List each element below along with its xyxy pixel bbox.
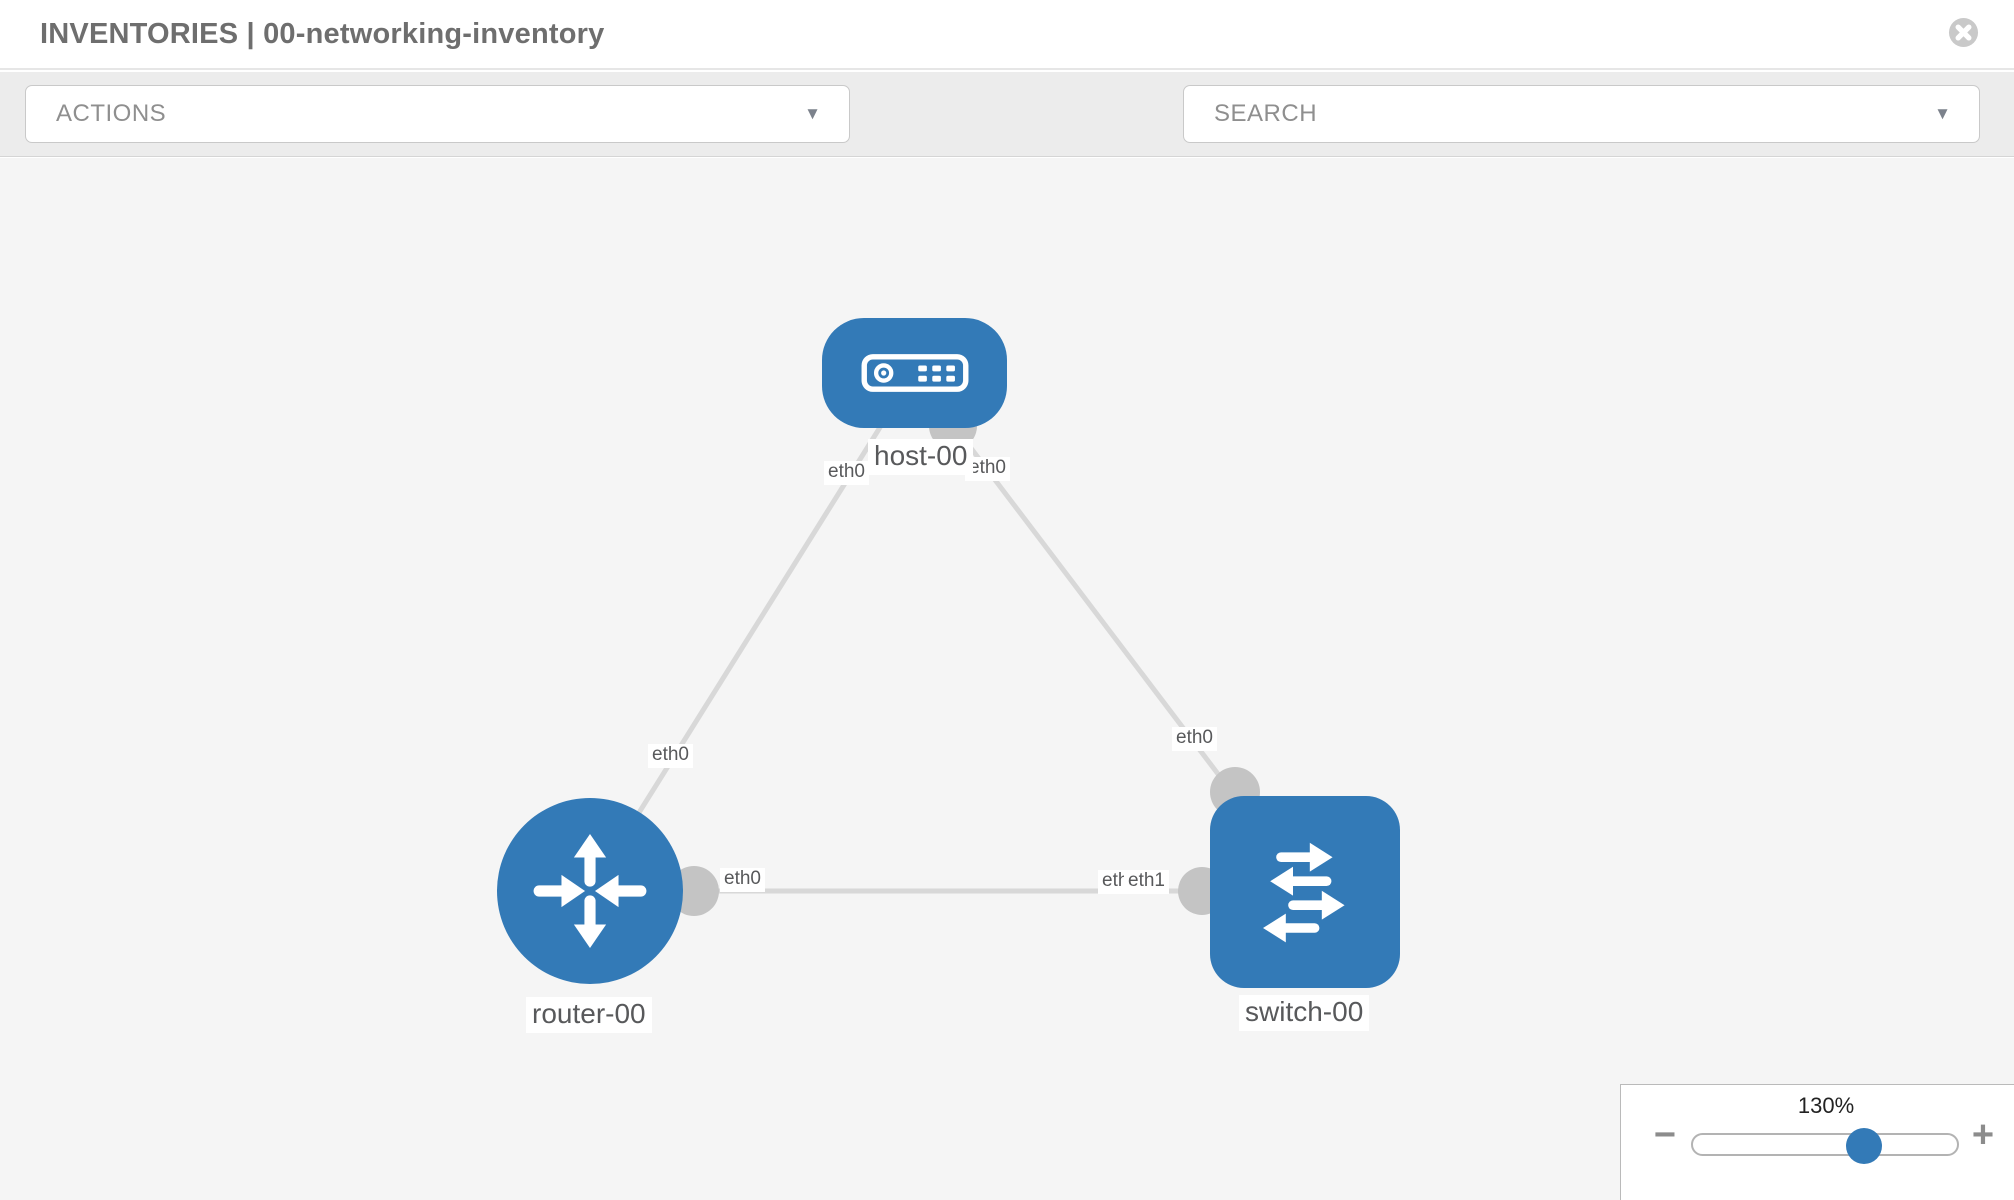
search-dropdown[interactable]: SEARCH ▼ xyxy=(1183,85,1980,143)
chevron-down-icon: ▼ xyxy=(1934,104,1951,123)
page-title: INVENTORIES | 00-networking-inventory xyxy=(40,18,605,50)
actions-dropdown[interactable]: ACTIONS ▼ xyxy=(25,85,850,143)
node-label-router: router-00 xyxy=(526,997,652,1033)
node-host-00[interactable] xyxy=(822,318,1007,428)
switch-icon xyxy=(1263,842,1345,943)
node-switch-00[interactable] xyxy=(1210,796,1400,988)
zoom-in-button[interactable]: + xyxy=(1971,1114,1995,1156)
search-placeholder: SEARCH xyxy=(1214,100,1318,127)
router-icon xyxy=(533,833,647,949)
actions-dropdown-label: ACTIONS xyxy=(56,100,167,127)
chevron-down-icon: ▼ xyxy=(804,104,821,123)
zoom-slider-thumb[interactable] xyxy=(1846,1128,1882,1164)
zoom-slider-track[interactable] xyxy=(1691,1133,1959,1156)
if-label-router-uplink: eth0 xyxy=(648,744,693,768)
close-button[interactable] xyxy=(1948,17,1979,48)
node-label-host: host-00 xyxy=(868,439,974,475)
if-label-host-left: eth0 xyxy=(824,461,869,485)
link-host-router[interactable] xyxy=(587,371,917,893)
node-label-switch: switch-00 xyxy=(1239,995,1370,1031)
zoom-out-button[interactable]: − xyxy=(1653,1114,1677,1156)
toolbar: ACTIONS ▼ SEARCH ▼ xyxy=(0,72,2014,206)
topology-links-layer xyxy=(587,371,1305,916)
window-header: INVENTORIES | 00-networking-inventory xyxy=(0,0,2014,70)
if-label-switch-uplink: eth0 xyxy=(1172,727,1217,751)
topology-canvas[interactable]: host-00 router-00 switch-00 eth0 eth0 et… xyxy=(0,158,2014,1200)
if-label-router-right: eth0 xyxy=(720,868,765,892)
node-router-00[interactable] xyxy=(497,798,683,984)
zoom-level-value: 130% xyxy=(1797,1093,1855,1118)
zoom-control-panel: 130% − + xyxy=(1620,1084,2014,1200)
host-icon xyxy=(861,354,968,392)
if-label-switch-left-front: eth1 xyxy=(1124,870,1169,894)
